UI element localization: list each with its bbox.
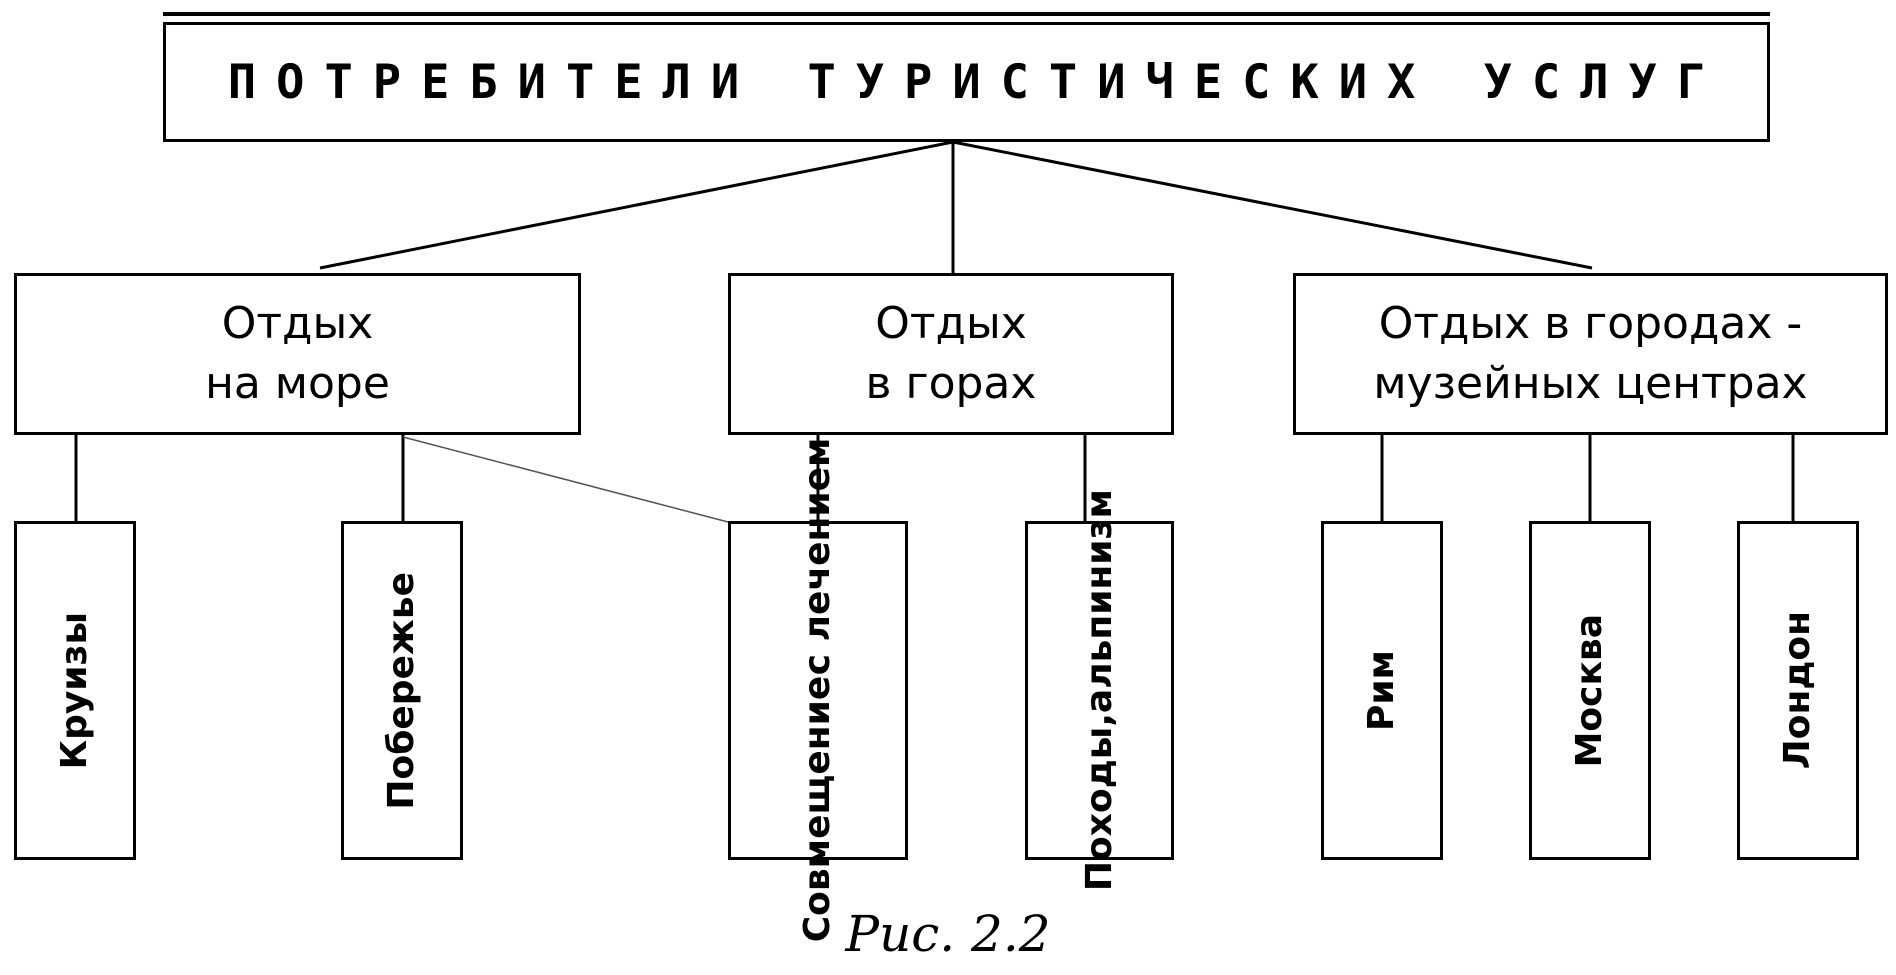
leaf-moscow-line1: Москва: [1569, 613, 1610, 768]
leaf-text-coast: Побережье: [379, 572, 425, 810]
leaf-text-cruises: Круизы: [52, 612, 98, 769]
leaf-treatment-line2: с лечением: [797, 438, 838, 677]
leaf-text-london: Лондон: [1775, 611, 1821, 769]
leaf-rome-line1: Рим: [1361, 649, 1402, 732]
category-mountains-line1: Отдых: [875, 298, 1027, 349]
connector-root-sea: [319, 140, 954, 270]
category-sea-line1: Отдых: [221, 298, 374, 349]
leaf-box-treatment: Совмещение с лечением: [728, 438, 908, 943]
leaf-text-treatment: Совмещение с лечением: [795, 438, 841, 942]
connector-sea-treatment: [402, 436, 729, 523]
leaf-london-line1: Лондон: [1777, 611, 1818, 770]
connector-root-cities: [952, 140, 1593, 270]
category-mountains-line2: в горах: [865, 358, 1037, 409]
leaf-box-cruises: Круизы: [14, 521, 136, 860]
leaf-box-hiking: Походы, альпинизм: [1025, 489, 1174, 892]
category-cities-line1: Отдых в городах -: [1378, 298, 1803, 349]
leaf-coast-line1: Побережье: [381, 571, 422, 810]
category-sea-line2: на море: [205, 358, 390, 409]
root-title: ПОТРЕБИТЕЛИ ТУРИСТИЧЕСКИХ УСЛУГ: [227, 54, 1726, 110]
category-cities-line2: музейных центрах: [1373, 358, 1808, 409]
leaf-text-moscow: Москва: [1567, 614, 1613, 767]
leaf-text-hiking: Походы, альпинизм: [1077, 489, 1123, 891]
figure-caption: Рис. 2.2: [845, 905, 1051, 963]
category-box-mountains: Отдых в горах: [728, 273, 1174, 435]
root-box: ПОТРЕБИТЕЛИ ТУРИСТИЧЕСКИХ УСЛУГ: [163, 22, 1770, 142]
leaf-treatment-line1: Совмещение: [797, 676, 838, 943]
leaf-cruises-line1: Круизы: [54, 611, 95, 770]
leaf-hiking-line1: Походы,: [1078, 713, 1120, 892]
leaf-box-coast: Побережье: [341, 521, 463, 860]
category-box-sea: Отдых на море: [14, 273, 581, 435]
leaf-box-moscow: Москва: [1529, 521, 1651, 860]
leaf-text-rome: Рим: [1359, 650, 1405, 731]
category-box-cities: Отдых в городах - музейных центрах: [1293, 273, 1888, 435]
leaf-box-london: Лондон: [1737, 521, 1859, 860]
leaf-hiking-line2: альпинизм: [1078, 489, 1120, 714]
leaf-box-rome: Рим: [1321, 521, 1443, 860]
